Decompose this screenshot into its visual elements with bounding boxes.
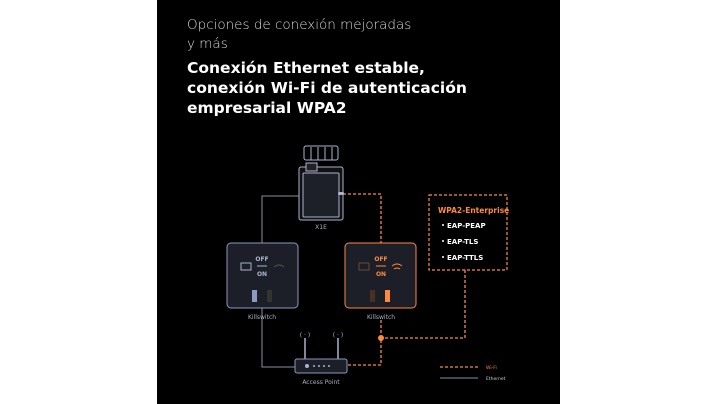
ethernet-port-icon [358, 262, 370, 271]
connection-diagram: X1E OFF ON Killswitch OFF ON Killswitch [226, 145, 509, 386]
svg-text:ON: ON [257, 271, 267, 278]
access-point-label: Access Point [302, 379, 340, 386]
svg-text:( · ): ( · ) [300, 332, 310, 339]
device-label: X1E [315, 224, 327, 231]
wpa-box [428, 194, 508, 271]
wifi-icon [391, 263, 403, 270]
svg-text:ON: ON [376, 271, 386, 278]
svg-text:OFF: OFF [255, 256, 268, 263]
junction-dot [378, 335, 384, 341]
svg-text:OFF: OFF [374, 256, 387, 263]
ethernet-lines [261, 195, 299, 368]
wifi-icon [273, 264, 285, 268]
wpa-item: EAP-TLS [447, 238, 478, 246]
legend-wifi: Wi-Fi [486, 365, 497, 371]
switch-ethernet [370, 290, 375, 302]
wpa-item: EAP-TTLS [447, 254, 483, 262]
legend: Wi-Fi Ethernet [440, 365, 506, 382]
subtitle: Opciones de conexión mejoradas y más [187, 17, 412, 52]
svg-text:( · ): ( · ) [333, 332, 343, 339]
headline: Conexión Ethernet estable, conexión Wi-F… [187, 59, 467, 117]
ethernet-port-icon [240, 262, 252, 271]
wpa-item: EAP-PEAP [447, 222, 486, 230]
x1e-device-icon [298, 145, 344, 221]
switch-ethernet [252, 290, 257, 302]
legend-ethernet: Ethernet [486, 376, 506, 382]
killswitch-left: OFF ON [226, 242, 299, 309]
feature-panel: Opciones de conexión mejoradas y más Con… [157, 0, 560, 404]
killswitch-right: OFF ON [344, 242, 417, 309]
killswitch-left-label: Killswitch [248, 314, 276, 321]
access-point-icon: ( · ) ( · ) [294, 332, 348, 374]
killswitch-right-label: Killswitch [367, 314, 395, 321]
wpa-title: WPA2-Enterprise [438, 206, 509, 215]
switch-wifi [385, 290, 390, 302]
switch-wifi [267, 290, 272, 302]
